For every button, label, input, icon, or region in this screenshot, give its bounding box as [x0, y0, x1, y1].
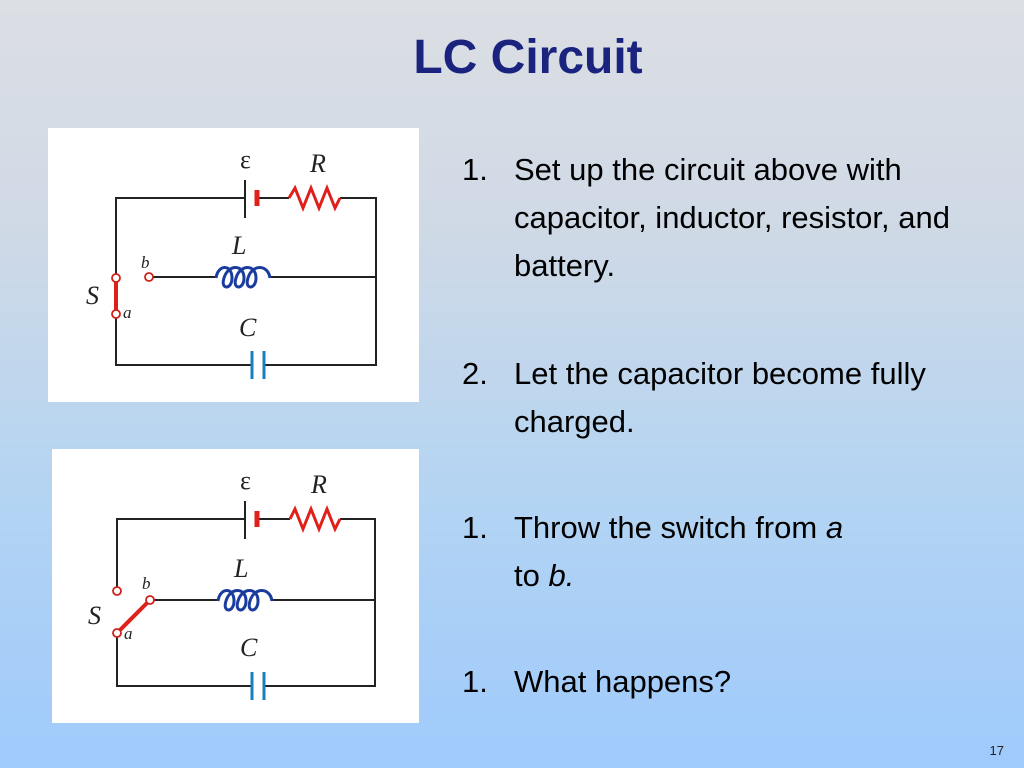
terminal-b-label: b — [142, 574, 151, 593]
switch-pivot-terminal — [111, 273, 121, 283]
step-number: 1. — [462, 664, 488, 699]
switch-blade — [116, 600, 150, 634]
inductor-coil — [216, 589, 274, 612]
resistor-zigzag — [288, 504, 342, 534]
emf-label: ε — [240, 145, 251, 174]
step-text: Throw the switch from a to b. — [514, 504, 974, 600]
step-item: 1. Throw the switch from a to b. — [462, 504, 1002, 600]
switch-label: S — [88, 601, 101, 630]
circuit-diagram-switch-b: ε R L C S a b — [52, 449, 419, 723]
slide-title: LC Circuit — [413, 31, 643, 84]
step-number: 1. — [462, 152, 488, 187]
switch-position-a: a — [825, 510, 844, 545]
terminal-a — [111, 309, 121, 319]
terminal-a-label: a — [124, 624, 133, 643]
step-item: 1. What happens? — [462, 658, 1002, 706]
resistor-label: R — [309, 149, 326, 178]
terminal-a — [112, 628, 122, 638]
switch-label: S — [86, 281, 99, 310]
inductor-label: L — [233, 554, 248, 583]
steps-list: 1. Set up the circuit above with capacit… — [462, 146, 1002, 706]
switch-idle-terminal — [112, 586, 122, 596]
step-text: Let the capacitor become fully charged. — [514, 356, 926, 439]
capacitor-label: C — [240, 633, 258, 662]
step-number: 1. — [462, 510, 488, 545]
resistor-label: R — [310, 470, 327, 499]
terminal-a-label: a — [123, 303, 132, 322]
inductor-label: L — [231, 231, 246, 260]
top-wire — [116, 518, 376, 687]
step-text-part: to — [514, 558, 549, 593]
step-number: 2. — [462, 356, 488, 391]
terminal-b — [145, 595, 155, 605]
circuit-diagram-switch-a: ε R L C S a b — [48, 128, 419, 402]
step-item: 1. Set up the circuit above with capacit… — [462, 146, 1002, 290]
step-text: What happens? — [514, 664, 732, 699]
capacitor-label: C — [239, 313, 257, 342]
step-text-part: Throw the switch from — [514, 510, 826, 545]
step-text: Set up the circuit above with capacitor,… — [514, 152, 950, 283]
terminal-b — [144, 272, 154, 282]
resistor-zigzag — [287, 183, 342, 213]
page-number: 17 — [989, 743, 1004, 758]
terminal-b-label: b — [141, 253, 150, 272]
switch-position-b: b. — [548, 558, 575, 593]
top-wire — [115, 197, 377, 366]
emf-label: ε — [240, 466, 251, 495]
inductor-coil — [214, 266, 272, 289]
step-item: 2. Let the capacitor become fully charge… — [462, 350, 1002, 446]
